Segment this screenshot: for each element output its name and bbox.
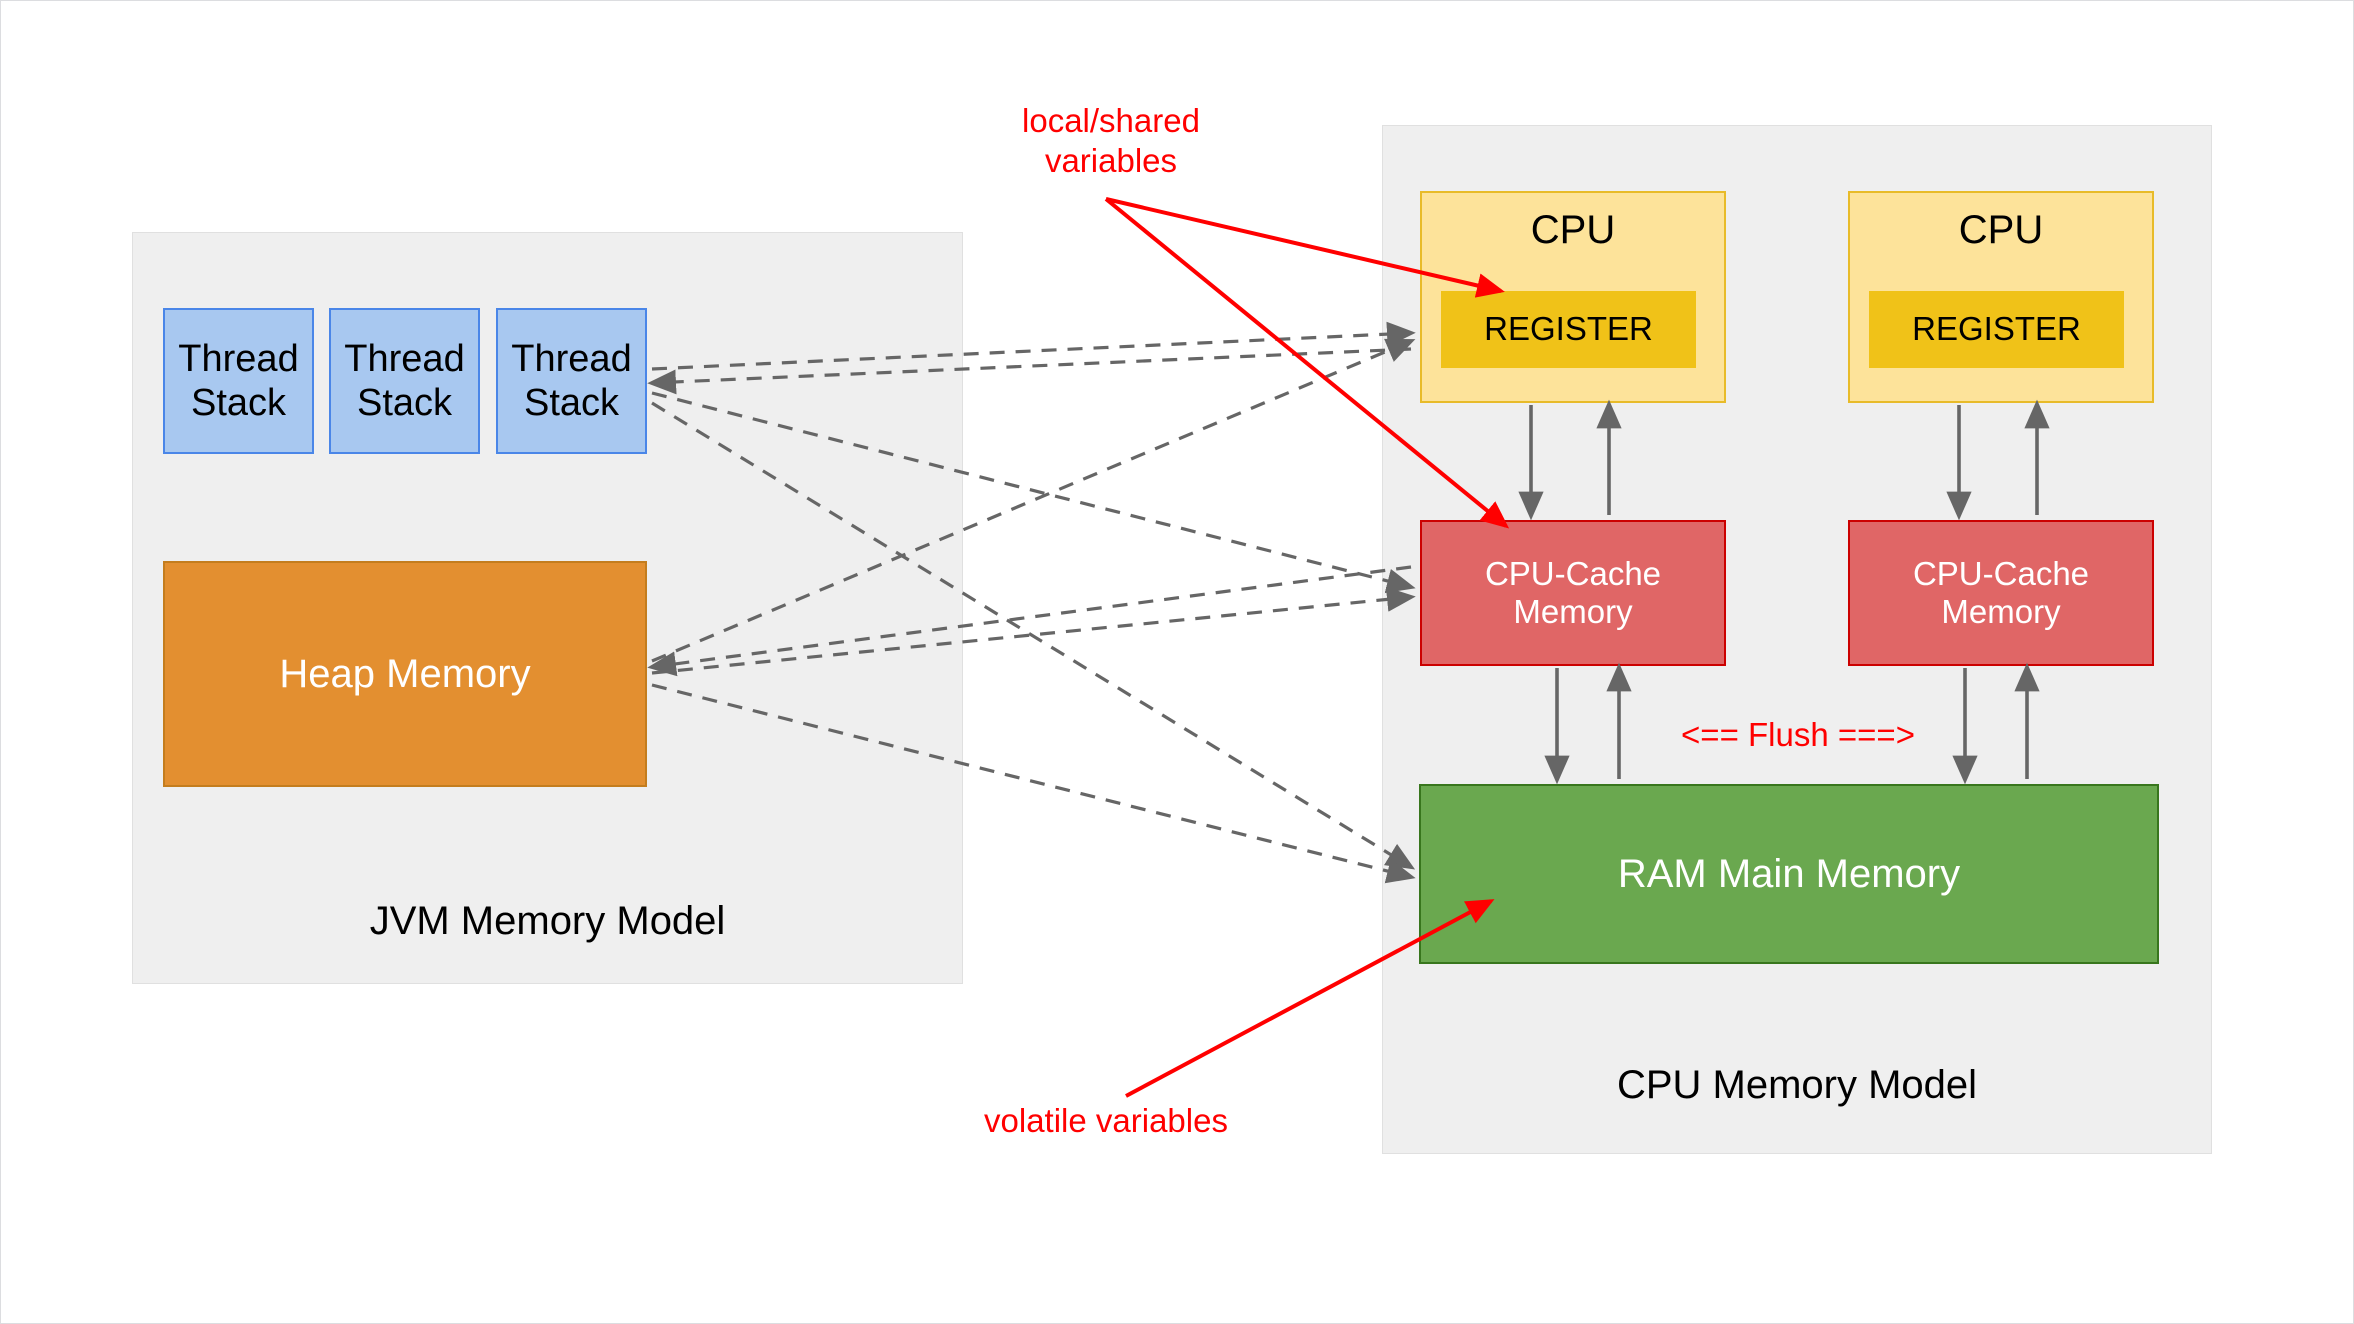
thread-stack-box-3: Thread Stack (496, 308, 647, 454)
thread-stack-label-3: Thread Stack (511, 337, 632, 424)
thread-stack-box-1: Thread Stack (163, 308, 314, 454)
heap-memory-label: Heap Memory (279, 651, 531, 696)
volatile-variables-annotation: volatile variables (984, 1102, 1228, 1139)
flush-label: <== Flush ===> (1681, 716, 1915, 753)
register-box-2: REGISTER (1869, 291, 2124, 368)
cpu-cache-label-1: CPU-Cache Memory (1484, 554, 1662, 630)
cpu-cache-label-2: CPU-Cache Memory (1912, 554, 2090, 630)
ram-main-memory-box: RAM Main Memory (1419, 784, 2159, 964)
local-shared-variables-annotation: local/shared variables (1022, 102, 1200, 180)
cpu-label-1: CPU (1530, 208, 1616, 252)
cpu-memory-model-label: CPU Memory Model (1616, 1063, 1978, 1107)
cpu-cache-box-1: CPU-Cache Memory (1420, 520, 1726, 666)
thread-stack-label-2: Thread Stack (344, 337, 465, 424)
register-label-1: REGISTER (1484, 310, 1653, 348)
heap-memory-box: Heap Memory (163, 561, 647, 787)
jvm-memory-model-label: JVM Memory Model (369, 899, 726, 943)
cpu-label-2: CPU (1958, 208, 2044, 252)
register-box-1: REGISTER (1441, 291, 1696, 368)
thread-stack-box-2: Thread Stack (329, 308, 480, 454)
register-label-2: REGISTER (1912, 310, 2081, 348)
cpu-cache-box-2: CPU-Cache Memory (1848, 520, 2154, 666)
thread-stack-label-1: Thread Stack (178, 337, 299, 424)
ram-main-memory-label: RAM Main Memory (1617, 851, 1961, 896)
